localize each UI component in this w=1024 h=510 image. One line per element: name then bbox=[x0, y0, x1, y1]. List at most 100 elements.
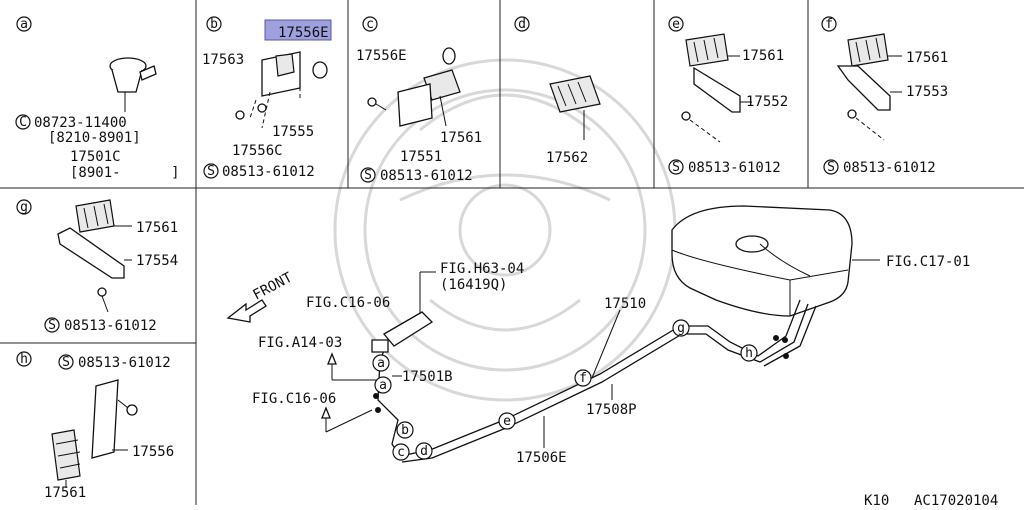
part-08513-61012-c[interactable]: 08513-61012 bbox=[380, 168, 473, 184]
part-08513-61012-h[interactable]: 08513-61012 bbox=[78, 355, 171, 371]
panel-c: c 17556E 17561 17551 S 08513-61012 bbox=[356, 16, 482, 184]
svg-text:c: c bbox=[397, 445, 405, 460]
svg-text:S: S bbox=[207, 164, 215, 179]
svg-text:f: f bbox=[579, 371, 587, 386]
part-17510[interactable]: 17510 bbox=[604, 296, 646, 312]
part-08513-61012-e[interactable]: 08513-61012 bbox=[688, 160, 781, 176]
svg-text:e: e bbox=[503, 414, 511, 429]
panel-e: e 17561 17552 S 08513-61012 bbox=[668, 16, 788, 176]
panel-letter-c[interactable]: c bbox=[362, 16, 378, 32]
route-marker-a[interactable]: a bbox=[372, 354, 390, 372]
svg-text:S: S bbox=[62, 355, 70, 370]
svg-text:c: c bbox=[366, 17, 374, 32]
route-marker-g[interactable]: g bbox=[672, 319, 690, 337]
part-17501b[interactable]: 17501B bbox=[402, 369, 453, 385]
svg-text:b: b bbox=[401, 423, 409, 438]
panel-letter-h[interactable]: h bbox=[16, 351, 32, 367]
ref-fig-h63-04[interactable]: FIG.H63-04 bbox=[440, 261, 524, 277]
panel-d: d 17562 bbox=[514, 16, 601, 166]
s-symbol-c: S bbox=[360, 167, 376, 183]
part-17501c[interactable]: 17501C bbox=[70, 149, 121, 165]
s-symbol-g: S bbox=[44, 317, 60, 333]
route-marker-c[interactable]: c bbox=[392, 443, 410, 461]
fuel-tank-illustration bbox=[671, 205, 880, 317]
part-17555[interactable]: 17555 bbox=[272, 124, 314, 140]
part-17561-e[interactable]: 17561 bbox=[742, 48, 784, 64]
highlight-17556e bbox=[264, 19, 332, 41]
ref-fig-c17-01[interactable]: FIG.C17-01 bbox=[886, 254, 970, 270]
route-marker-e[interactable]: e bbox=[498, 412, 516, 430]
date-range-a1: [8210-8901] bbox=[48, 130, 141, 146]
part-17556e-highlighted[interactable]: 17556E bbox=[278, 25, 329, 41]
ref-16419q[interactable]: (16419Q) bbox=[440, 277, 507, 293]
part-08513-61012-b[interactable]: 08513-61012 bbox=[222, 164, 315, 180]
svg-text:S: S bbox=[827, 160, 835, 175]
part-17561-c[interactable]: 17561 bbox=[440, 130, 482, 146]
part-17553[interactable]: 17553 bbox=[906, 84, 948, 100]
route-marker-d[interactable]: d bbox=[415, 442, 433, 460]
panel-letter-g[interactable]: g bbox=[16, 199, 32, 215]
main-layout: FRONT FIG.C17-01 bbox=[226, 205, 970, 466]
panel-a: a C 08723-11400 [8210-8901] 17501C [8901… bbox=[15, 16, 180, 181]
svg-text:d: d bbox=[420, 444, 428, 459]
bracket-17553-illustration bbox=[836, 33, 902, 141]
ref-fig-c16-06-top[interactable]: FIG.C16-06 bbox=[306, 295, 390, 311]
part-17556[interactable]: 17556 bbox=[132, 444, 174, 460]
part-17508p[interactable]: 17508P bbox=[586, 402, 637, 418]
s-symbol-b: S bbox=[203, 163, 219, 179]
vent-connector-illustration bbox=[371, 271, 436, 353]
route-marker-f[interactable]: f bbox=[574, 369, 592, 387]
part-17556e-c[interactable]: 17556E bbox=[356, 48, 407, 64]
panel-letter-d[interactable]: d bbox=[514, 16, 530, 32]
part-17562[interactable]: 17562 bbox=[546, 150, 588, 166]
svg-text:a: a bbox=[20, 17, 28, 32]
svg-text:S: S bbox=[672, 160, 680, 175]
front-label: FRONT bbox=[250, 269, 295, 303]
bracket-17554-illustration bbox=[57, 199, 132, 313]
svg-text:a: a bbox=[379, 378, 387, 393]
panel-letter-e[interactable]: e bbox=[668, 16, 684, 32]
route-marker-h[interactable]: h bbox=[740, 344, 758, 362]
svg-text:e: e bbox=[672, 17, 680, 32]
svg-text:f: f bbox=[825, 17, 833, 32]
ref-fig-c16-06-bottom[interactable]: FIG.C16-06 bbox=[252, 391, 336, 407]
svg-text:b: b bbox=[210, 17, 218, 32]
part-17506e[interactable]: 17506E bbox=[516, 450, 567, 466]
part-17563[interactable]: 17563 bbox=[202, 52, 244, 68]
part-17552[interactable]: 17552 bbox=[746, 94, 788, 110]
clip-17556-illustration bbox=[51, 379, 138, 488]
ref-fig-a14-03[interactable]: FIG.A14-03 bbox=[258, 335, 342, 351]
panel-b: b 17556E 17563 17555 17556C S 08513-6101… bbox=[202, 16, 332, 180]
route-marker-a2[interactable]: a bbox=[374, 376, 392, 394]
panel-letter-b[interactable]: b bbox=[206, 16, 222, 32]
footer-code: AC17020104 bbox=[914, 493, 998, 509]
front-arrow: FRONT bbox=[226, 269, 296, 323]
svg-text:g: g bbox=[20, 200, 28, 215]
c-symbol: C bbox=[15, 114, 31, 130]
part-17556c[interactable]: 17556C bbox=[232, 143, 283, 159]
svg-text:S: S bbox=[364, 168, 372, 183]
footer-page: K10 bbox=[864, 493, 889, 509]
part-08513-61012-f[interactable]: 08513-61012 bbox=[843, 160, 936, 176]
svg-text:a: a bbox=[377, 356, 385, 371]
bracket-17563-illustration bbox=[235, 51, 328, 129]
clamp-17501c-illustration bbox=[109, 57, 157, 112]
part-08723-11400[interactable]: 08723-11400 bbox=[34, 115, 127, 131]
part-17561-f[interactable]: 17561 bbox=[906, 50, 948, 66]
part-17551[interactable]: 17551 bbox=[400, 149, 442, 165]
svg-text:C: C bbox=[19, 115, 27, 130]
s-symbol-e: S bbox=[668, 159, 684, 175]
part-17554[interactable]: 17554 bbox=[136, 253, 178, 269]
panel-letter-f[interactable]: f bbox=[821, 16, 837, 32]
svg-text:d: d bbox=[518, 17, 526, 32]
s-symbol-h: S bbox=[58, 354, 74, 370]
panel-letter-a[interactable]: a bbox=[16, 16, 32, 32]
bracket-17552-illustration bbox=[681, 33, 752, 143]
clip-17561-c-illustration bbox=[367, 47, 461, 127]
part-08513-61012-g[interactable]: 08513-61012 bbox=[64, 318, 157, 334]
part-17561-h[interactable]: 17561 bbox=[44, 485, 86, 501]
part-17561-g[interactable]: 17561 bbox=[136, 220, 178, 236]
route-marker-b[interactable]: b bbox=[396, 421, 414, 439]
